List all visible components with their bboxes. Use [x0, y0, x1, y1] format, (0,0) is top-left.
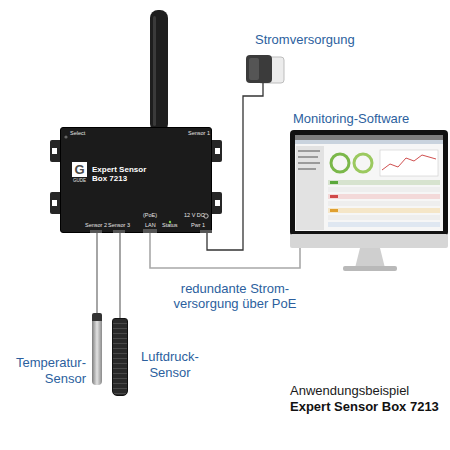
- port-label: Status: [162, 223, 178, 229]
- caption-title: Expert Sensor Box 7213: [290, 400, 439, 413]
- cable: [150, 233, 300, 268]
- node-label: Stromversorgung: [255, 32, 355, 47]
- screen-gauge: [354, 154, 372, 172]
- node-label: Expert Sensor Box 7213: [92, 165, 148, 183]
- port-label: (PoE): [143, 213, 157, 219]
- sidebar-item: [298, 168, 316, 170]
- monitor-chin: [290, 234, 448, 248]
- power-supply: Stromversorgung: [246, 55, 280, 83]
- table-row: [328, 208, 440, 213]
- monitor-screen: [295, 135, 443, 231]
- screen-titlebar: [295, 135, 443, 140]
- status-cell: [330, 181, 338, 184]
- temperature-sensor: Temperatur- Sensor: [92, 313, 102, 385]
- sensor-antenna: [150, 10, 168, 132]
- port-label: Sensor 2: [85, 223, 107, 229]
- port-label: Sensor 1: [188, 131, 210, 137]
- table-row: [328, 215, 440, 220]
- cable: [119, 233, 120, 318]
- tab-slot: [52, 148, 57, 154]
- port-label: Sensor 3: [108, 223, 130, 229]
- logo-mark: G: [72, 163, 87, 176]
- sensor-port: [113, 230, 125, 233]
- port-label: Select: [70, 131, 85, 137]
- table-row: [328, 201, 440, 206]
- table-row: [328, 187, 440, 192]
- node-label: Temperatur- Sensor: [0, 355, 86, 387]
- tab-slot: [215, 148, 220, 154]
- sidebar-item: [298, 162, 320, 164]
- table-row: [328, 180, 440, 185]
- lan-port: [143, 229, 157, 233]
- tab-slot: [215, 200, 220, 206]
- table-row: [328, 194, 440, 199]
- screen-sidebar: [296, 146, 324, 230]
- monitor-stand: [355, 248, 385, 268]
- adapter-face: [249, 58, 259, 80]
- monitor-foot: [343, 266, 397, 271]
- cable: [96, 233, 97, 313]
- select-button: [64, 135, 67, 138]
- tab-slot: [52, 200, 57, 206]
- sensor-port: [90, 230, 102, 233]
- power-port: [200, 230, 212, 233]
- port-label: LAN: [145, 223, 156, 229]
- cable-label: redundante Strom- versorgung über PoE: [160, 281, 310, 311]
- status-cell: [330, 195, 338, 198]
- pressure-sensor: Luftdruck- Sensor: [112, 318, 128, 396]
- port-label: 12 V DC: [184, 213, 205, 219]
- cable: [207, 83, 263, 250]
- screen-chart: [380, 150, 438, 176]
- port-label: Pwr 1: [191, 223, 205, 229]
- table-row: [328, 222, 440, 227]
- logo-text: GUDE: [70, 179, 89, 184]
- chart-line: [382, 155, 436, 170]
- monitoring-pc: Monitoring-Software: [290, 130, 448, 248]
- screen-toolbar: [295, 140, 443, 144]
- antenna-highlight: [153, 16, 156, 126]
- logo-square: [72, 162, 87, 177]
- node-label: Luftdruck- Sensor: [134, 349, 206, 381]
- node-label: Monitoring-Software: [293, 111, 409, 126]
- power-adapter: [246, 55, 272, 83]
- sidebar-item: [298, 150, 320, 152]
- screen-gauge: [331, 154, 349, 172]
- sidebar-item: [298, 156, 318, 158]
- caption-text: Anwendungsbeispiel: [290, 384, 409, 397]
- status-cell: [330, 209, 338, 212]
- monitor-bezel: [290, 130, 448, 236]
